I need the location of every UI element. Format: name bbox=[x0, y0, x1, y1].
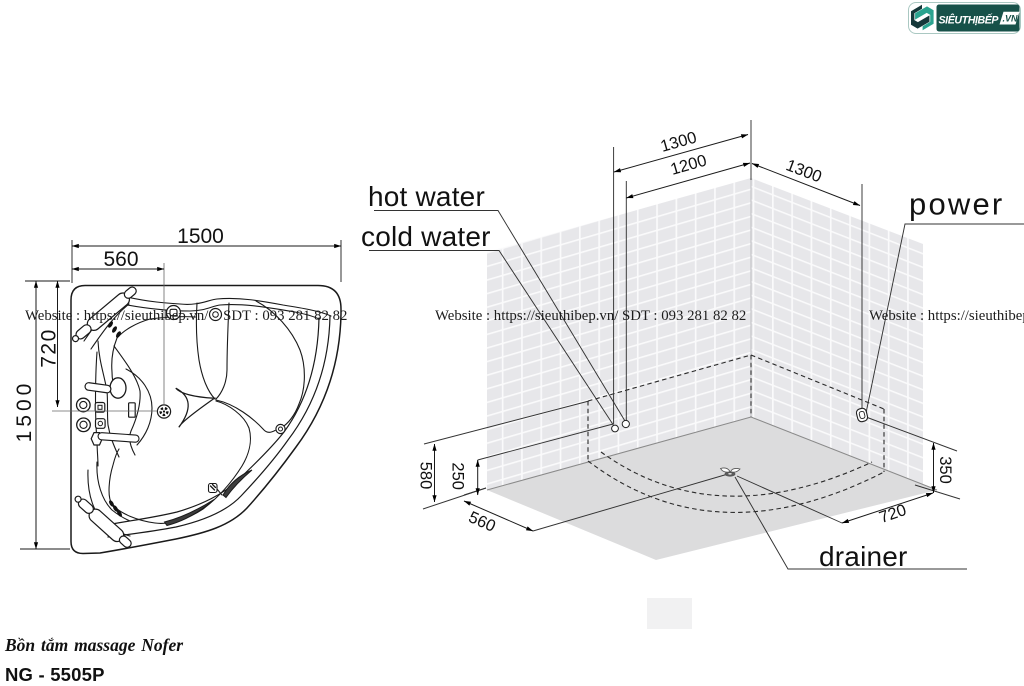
svg-text:1500: 1500 bbox=[177, 225, 224, 248]
svg-text:cold water: cold water bbox=[361, 221, 491, 252]
svg-text:1500: 1500 bbox=[13, 380, 36, 443]
svg-text:1300: 1300 bbox=[783, 156, 824, 186]
svg-text:.VN: .VN bbox=[1003, 14, 1019, 24]
svg-text:power: power bbox=[909, 187, 1004, 222]
svg-text:350: 350 bbox=[936, 456, 954, 484]
svg-text:1200: 1200 bbox=[668, 151, 708, 178]
svg-text:580: 580 bbox=[417, 462, 435, 490]
svg-text:720: 720 bbox=[877, 501, 909, 527]
svg-text:hot water: hot water bbox=[368, 181, 485, 212]
svg-text:drainer: drainer bbox=[819, 541, 908, 572]
svg-text:250: 250 bbox=[448, 462, 466, 490]
svg-text:SIÊUTHỊBẾP: SIÊUTHỊBẾP bbox=[939, 14, 1000, 27]
svg-text:720: 720 bbox=[38, 328, 61, 368]
svg-text:1300: 1300 bbox=[658, 128, 698, 155]
svg-text:560: 560 bbox=[466, 508, 498, 536]
svg-text:560: 560 bbox=[103, 248, 138, 271]
